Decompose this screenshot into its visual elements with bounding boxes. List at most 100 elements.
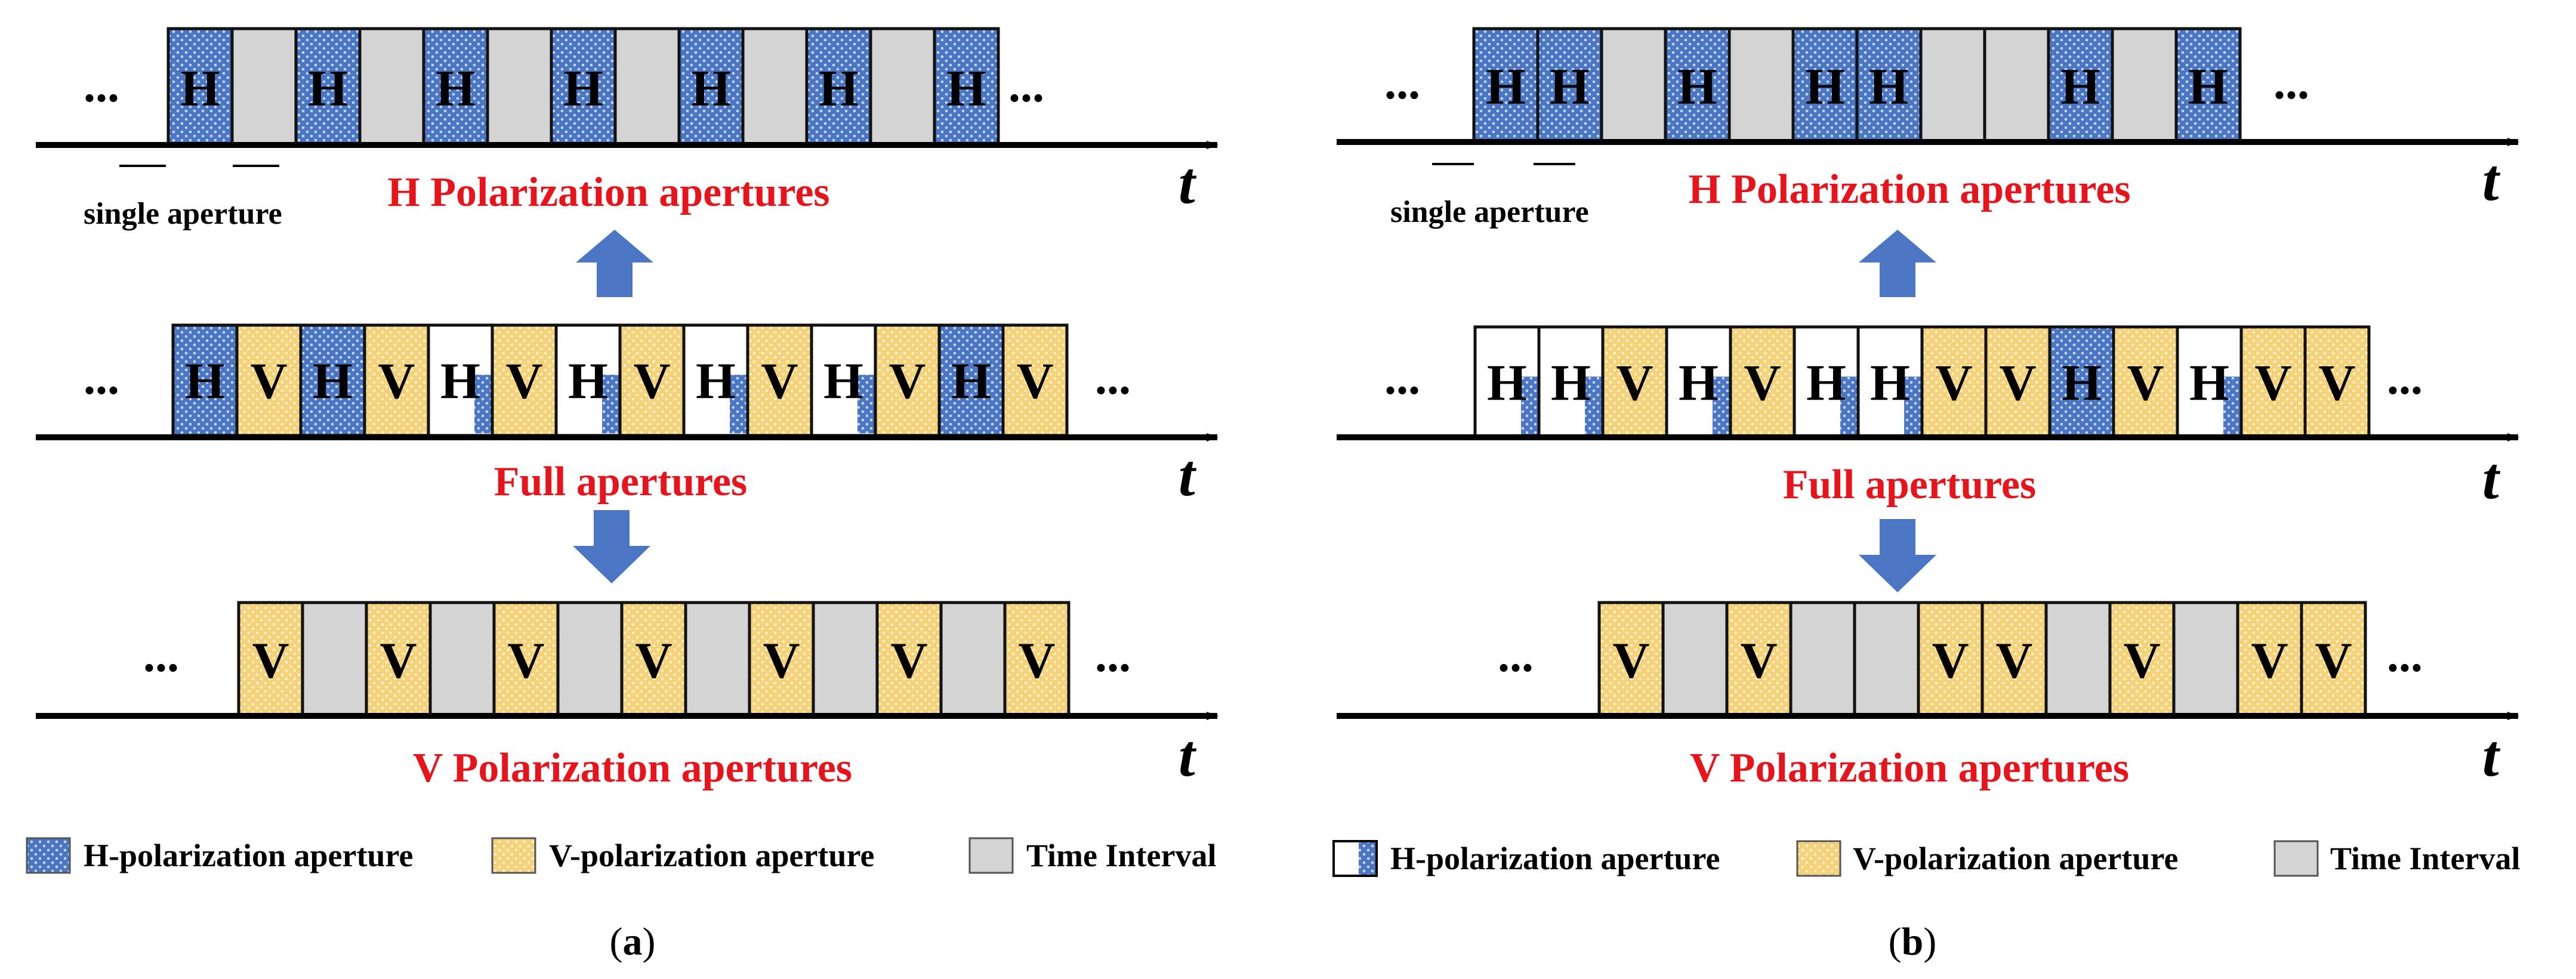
aperture-letter: V [635, 631, 672, 688]
aperture-letter: H [691, 60, 731, 117]
time-interval-cell [869, 27, 936, 147]
ellipsis-right: ... [2387, 629, 2423, 682]
down-arrow-icon [1859, 519, 1936, 592]
aperture-letter: H [2189, 354, 2229, 411]
v-aperture-cell: V [1984, 325, 2051, 439]
time-axis-label: t [1179, 442, 1197, 508]
h-aperture-cell: H [810, 323, 877, 437]
aperture-letter: V [1932, 631, 1969, 688]
aperture-letter: H [440, 352, 480, 409]
legend-gap-swatch [968, 837, 1014, 874]
ellipsis-right: ... [1095, 352, 1131, 404]
h-aperture-cell: H [1473, 325, 1541, 439]
time-interval-cell [428, 601, 496, 718]
v-aperture-cell: V [1729, 325, 1796, 439]
legend: H-polarization aperture V-polarization a… [26, 837, 1216, 874]
h-aperture-cell: H [933, 27, 1000, 147]
ellipsis-left: ... [1384, 352, 1420, 404]
v-polarization-title: V Polarization apertures [1690, 745, 2129, 791]
aperture-letter: V [1999, 354, 2036, 411]
time-interval-cell [1919, 27, 1986, 144]
v-aperture-cell: V [492, 601, 560, 718]
ellipsis-left: ... [143, 629, 179, 682]
h-aperture-cell: H [2047, 27, 2114, 144]
v-aperture-cell: V [1001, 323, 1069, 437]
h-aperture-cell: H [427, 323, 494, 437]
aperture-letter: H [436, 60, 476, 117]
single-aperture-label: single aperture [1390, 195, 1589, 229]
h-aperture-cell: H [171, 323, 239, 437]
aperture-letter: V [2318, 354, 2355, 411]
v-aperture-cell: V [1917, 601, 1984, 718]
v-aperture-cell: V [620, 601, 687, 718]
aperture-letter: H [1806, 354, 1846, 411]
aperture-letter: H [185, 352, 225, 409]
legend-v-swatch [1796, 840, 1841, 877]
aperture-letter: V [763, 631, 800, 688]
h-aperture-cell: H [1664, 27, 1731, 144]
ellipsis-left: ... [84, 352, 119, 404]
aperture-letter: V [889, 352, 925, 409]
legend: H-polarization aperture V-polarization a… [1332, 840, 2520, 877]
h-aperture-cell: H [1855, 27, 1923, 144]
legend-gap-swatch [2273, 840, 2319, 877]
aperture-letter: V [1612, 631, 1649, 688]
h-aperture-cell: H [1791, 27, 1859, 144]
v-aperture-cell: V [2303, 325, 2371, 439]
time-interval-cell [230, 27, 298, 147]
v-aperture-cell: V [365, 601, 432, 718]
time-axis-label: t [2482, 147, 2501, 213]
time-interval-cell [1789, 601, 1856, 718]
aperture-letter: H [568, 352, 608, 409]
panel-a: ... H H H H H H H ... t single aperture H Pola… [26, 27, 1218, 963]
h-aperture-cell: H [805, 27, 872, 147]
h-aperture-cell: H [2176, 325, 2243, 439]
h-aperture-cell: H [1856, 325, 1924, 439]
v-polarization-title: V Polarization apertures [413, 745, 852, 791]
time-interval-cell [1853, 601, 1920, 718]
v-aperture-cell: V [2108, 601, 2176, 718]
v-aperture-cell: V [1920, 325, 1988, 439]
v-aperture-cell: V [618, 323, 686, 437]
time-interval-cell [2044, 601, 2112, 718]
panel-caption: (a) [610, 920, 656, 963]
ellipsis-left: ... [84, 60, 119, 112]
aperture-letter: V [505, 352, 542, 409]
v-aperture-cell: V [748, 601, 815, 718]
time-interval-cell [2172, 601, 2239, 718]
aperture-letter: H [1487, 354, 1527, 411]
aperture-letter: V [1935, 354, 1972, 411]
v-aperture-cell: V [1003, 601, 1070, 718]
aperture-letter: H [2062, 354, 2102, 411]
aperture-letter: H [1805, 57, 1845, 115]
v-aperture-cell: V [2112, 325, 2179, 439]
up-arrow-icon [1859, 230, 1936, 297]
h-aperture-cell: H [422, 27, 489, 147]
h-polarization-title: H Polarization apertures [1688, 166, 2130, 212]
ellipsis-right: ... [2387, 352, 2423, 404]
v-aperture-cell: V [490, 323, 558, 437]
aperture-letter: H [819, 60, 859, 117]
aperture-letter: V [2315, 631, 2352, 688]
h-aperture-cell: H [294, 27, 362, 147]
h-polarization-title: H Polarization apertures [387, 169, 829, 215]
aperture-letter: H [2188, 57, 2228, 115]
legend-gap-label: Time Interval [1026, 838, 1216, 873]
v-aperture-cell: V [1725, 601, 1793, 718]
time-interval-cell [556, 601, 624, 718]
time-interval-cell [1661, 601, 1729, 718]
aperture-letter: H [308, 60, 348, 117]
v-aperture-cell: V [1597, 601, 1665, 718]
single-aperture-label: single aperture [84, 197, 282, 231]
h-aperture-cell: H [677, 27, 745, 147]
aperture-letter: H [696, 352, 736, 409]
